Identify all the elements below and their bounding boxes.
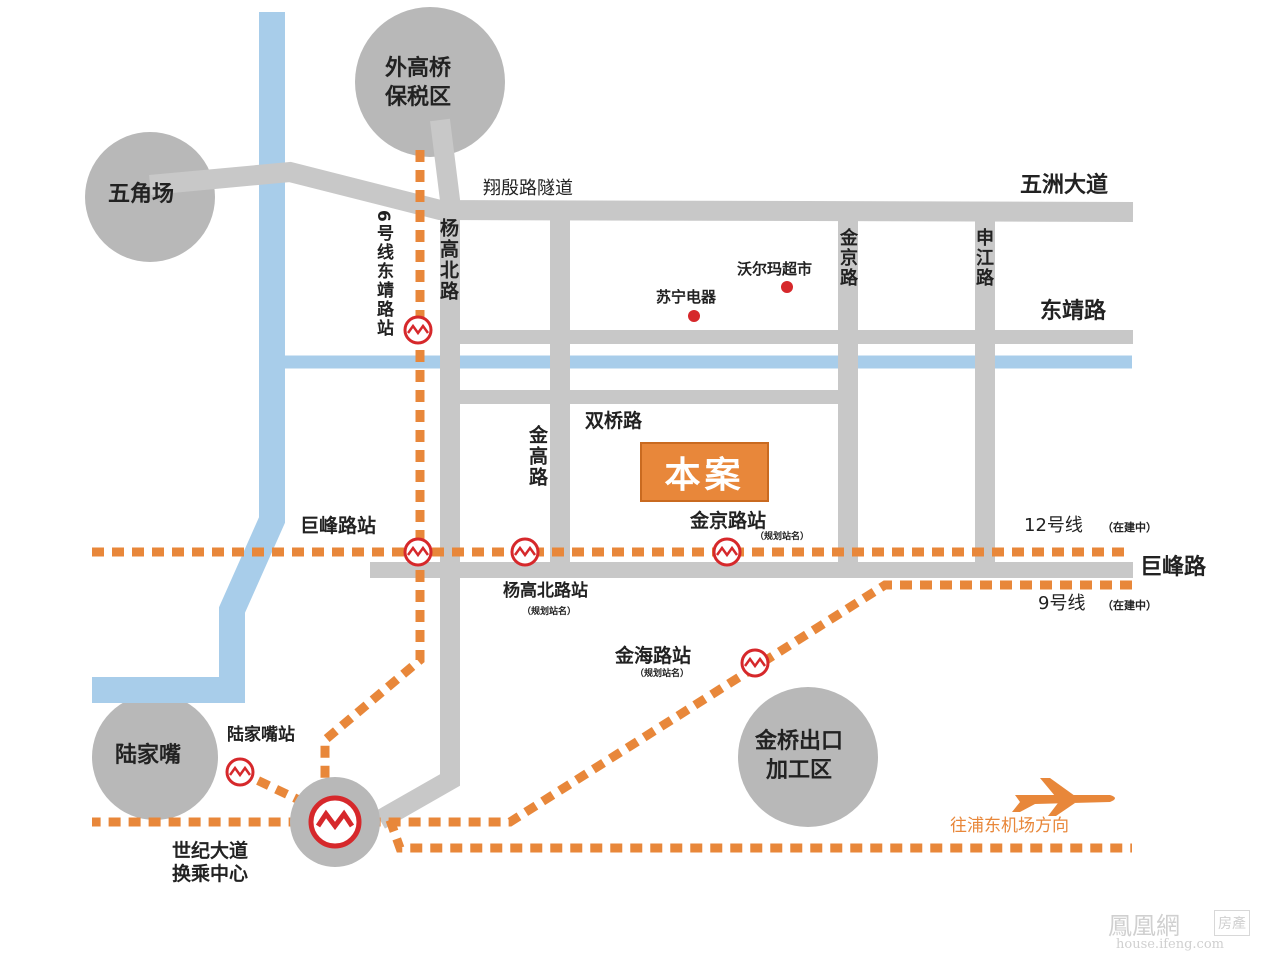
- roads: [149, 118, 1134, 829]
- line-12-status: （在建中）: [1102, 521, 1157, 534]
- district-waigaoqiao: [355, 7, 505, 157]
- station-label-jinhai: 金海路站: [615, 645, 692, 667]
- metro-line-maglev: [385, 818, 1132, 853]
- station-label-jufeng: 巨峰路站: [300, 515, 377, 537]
- line-9-label: 9号线: [1038, 593, 1086, 614]
- metro-line-2-branch: [238, 767, 322, 815]
- poi-suning-dot[interactable]: [688, 310, 700, 322]
- road-label-jufeng: 巨峰路: [1140, 555, 1207, 580]
- line-9-status: （在建中）: [1102, 599, 1157, 612]
- poi-suning-label: 苏宁电器: [656, 288, 717, 306]
- watermark-brand: 鳳凰網: [1108, 912, 1180, 940]
- metro-station-icon[interactable]: [403, 537, 433, 567]
- road-label-yanggaobei: 杨高北路: [437, 218, 459, 302]
- metro-station-icon[interactable]: [740, 648, 770, 678]
- station-label-yanggaobei: 杨高北路站: [503, 581, 588, 601]
- district-jinqiao: [738, 687, 878, 827]
- road-label-wuzhou: 五洲大道: [1020, 173, 1109, 198]
- station-label-jinjing: 金京路站: [690, 510, 767, 532]
- metro-station-icon[interactable]: [510, 537, 540, 567]
- line-12-label: 12号线: [1024, 515, 1083, 536]
- district-jinqiao-label: 金桥出口 加工区: [755, 729, 844, 783]
- airport-direction-label: 往浦东机场方向: [950, 816, 1069, 836]
- road-label-shuangqiao: 双桥路: [585, 410, 643, 432]
- station-label-dongjing: 6号线东靖路站: [373, 210, 393, 338]
- metro-lines: [92, 150, 1132, 853]
- metro-logo-marks: [228, 323, 767, 831]
- road-label-jinjing: 金京路: [837, 228, 858, 288]
- metro-station-icon[interactable]: [225, 757, 255, 787]
- district-wujiaochang: [85, 132, 215, 262]
- metro-line-9: [92, 580, 1132, 827]
- station-note-yanggaobei: （规划站名）: [522, 607, 577, 617]
- station-label-lujiazui: 陆家嘴站: [227, 725, 295, 745]
- road-yanggaobei: [375, 118, 460, 829]
- project-marker[interactable]: 本案: [640, 442, 769, 502]
- road-label-dongjing: 东靖路: [1040, 299, 1107, 324]
- road-label-shenjiang: 申江路: [973, 228, 994, 288]
- road-xiangyin: [149, 161, 1134, 222]
- district-waigaoqiao-label: 外高桥 保税区: [385, 56, 452, 110]
- road-label-jingao: 金高路: [526, 425, 548, 488]
- metro-station-icon[interactable]: [403, 315, 433, 345]
- road-label-xiangyin: 翔殷路隧道: [483, 178, 573, 199]
- metro-station-icon[interactable]: [712, 537, 742, 567]
- district-lujiazui: [92, 694, 218, 820]
- station-label-century: 世纪大道 换乘中心: [172, 840, 249, 885]
- poi-walmart-dot[interactable]: [781, 281, 793, 293]
- airplane-icon: [1012, 778, 1115, 816]
- station-note-jinjing: （规划站名）: [755, 532, 810, 542]
- district-lujiazui-label: 陆家嘴: [115, 743, 182, 768]
- watermark-tag: 房產: [1214, 910, 1250, 936]
- district-circles: [85, 7, 878, 827]
- watermark-url: house.ifeng.com: [1116, 937, 1224, 952]
- district-wujiaochang-label: 五角场: [108, 182, 175, 207]
- river-vertical: [92, 12, 285, 703]
- poi-walmart-label: 沃尔玛超市: [737, 260, 813, 278]
- station-note-jinhai: （规划站名）: [635, 669, 690, 679]
